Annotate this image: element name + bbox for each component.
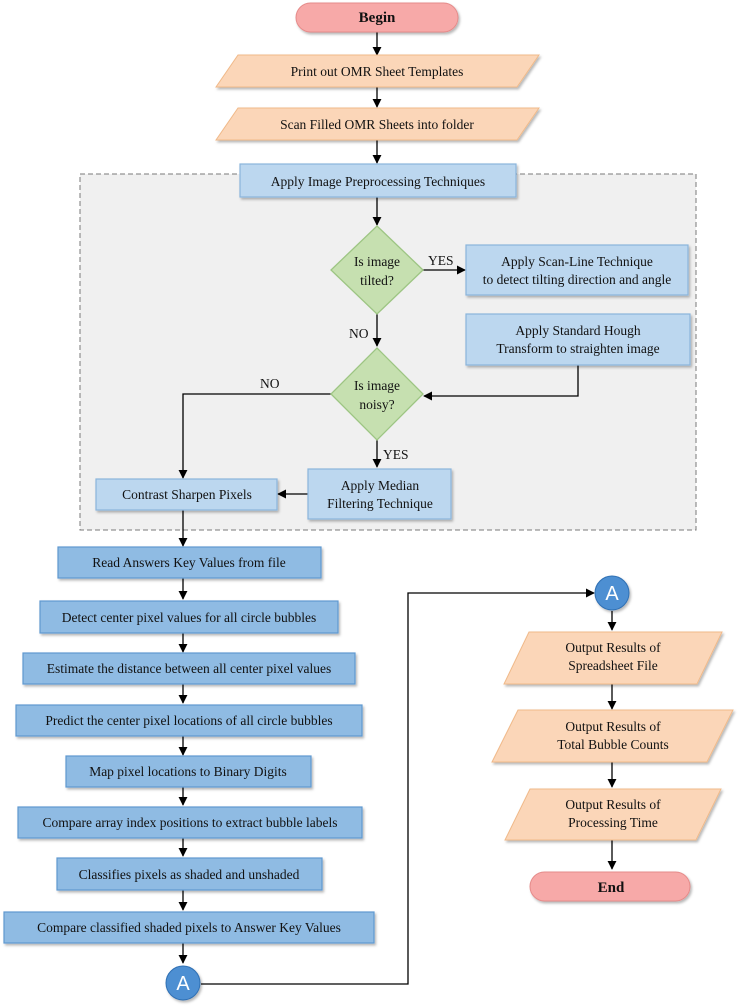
- noisy-decision: [330, 347, 424, 441]
- scan-line-label-1: Apply Scan-Line Technique: [501, 254, 653, 269]
- print-templates-label: Print out OMR Sheet Templates: [291, 64, 464, 79]
- compare-index-label: Compare array index positions to extract…: [42, 815, 337, 830]
- map-pixels-process: [65, 755, 312, 788]
- connector-a-right: [594, 575, 630, 611]
- connector-a-right-label: A: [605, 583, 619, 605]
- connector-lines: [178, 31, 617, 985]
- out-bubbles-label-2: Total Bubble Counts: [557, 737, 669, 752]
- detect-center-label: Detect center pixel values for all circl…: [62, 610, 317, 625]
- tilted-decision: [330, 225, 424, 315]
- contrast-process: [95, 478, 278, 511]
- connector-a-bottom-label: A: [176, 973, 190, 995]
- out-spreadsheet-label-2: Spreadsheet File: [568, 658, 658, 673]
- scan-line-process: [465, 244, 689, 296]
- out-spreadsheet-label-1: Output Results of: [565, 640, 661, 655]
- begin-terminal: [295, 2, 459, 33]
- no-label-tilted: NO: [349, 326, 369, 341]
- preprocessing-process: [239, 163, 517, 198]
- compare-classified-label: Compare classified shaded pixels to Answ…: [37, 920, 341, 935]
- no-label-noisy: NO: [260, 376, 280, 391]
- begin-label: Begin: [359, 10, 396, 26]
- compare-classified-process: [3, 911, 375, 944]
- out-bubbles-io: [491, 709, 734, 763]
- map-pixels-label: Map pixel locations to Binary Digits: [89, 764, 287, 779]
- end-label: End: [598, 880, 625, 896]
- read-keys-label: Read Answers Key Values from file: [92, 555, 286, 570]
- median-label-2: Filtering Technique: [327, 496, 433, 511]
- hough-label-2: Transform to straighten image: [496, 341, 659, 356]
- out-time-label-2: Processing Time: [568, 815, 658, 830]
- print-templates-io: [215, 54, 540, 88]
- read-keys-process: [57, 546, 322, 579]
- hough-process: [465, 313, 691, 366]
- median-process: [307, 468, 452, 520]
- preprocessing-label: Apply Image Preprocessing Techniques: [271, 174, 485, 189]
- out-spreadsheet-io: [503, 631, 723, 685]
- tilted-label-2: tilted?: [360, 273, 394, 288]
- noisy-label-1: Is image: [354, 378, 400, 393]
- out-bubbles-label-1: Output Results of: [565, 719, 661, 734]
- noisy-label-2: noisy?: [359, 397, 394, 412]
- scan-line-label-2: to detect tilting direction and angle: [483, 272, 672, 287]
- yes-label-tilted: YES: [428, 253, 454, 268]
- predict-center-label: Predict the center pixel locations of al…: [45, 713, 332, 728]
- predict-center-process: [15, 704, 363, 737]
- tilted-label-1: Is image: [354, 254, 400, 269]
- out-time-label-1: Output Results of: [565, 797, 661, 812]
- detect-center-process: [39, 600, 339, 634]
- scan-sheets-label: Scan Filled OMR Sheets into folder: [280, 117, 474, 132]
- classify-process: [56, 857, 323, 891]
- median-label-1: Apply Median: [341, 478, 420, 493]
- end-terminal: [529, 871, 691, 902]
- estimate-distance-label: Estimate the distance between all center…: [47, 661, 332, 676]
- contrast-label: Contrast Sharpen Pixels: [122, 487, 252, 502]
- yes-label-noisy: YES: [383, 447, 409, 462]
- scan-sheets-io: [215, 107, 540, 141]
- hough-label-1: Apply Standard Hough: [515, 323, 640, 338]
- estimate-distance-process: [22, 652, 356, 685]
- connector-a-bottom: [165, 965, 201, 1001]
- classify-label: Classifies pixels as shaded and unshaded: [79, 867, 300, 882]
- out-time-io: [504, 788, 722, 841]
- compare-index-process: [17, 806, 363, 839]
